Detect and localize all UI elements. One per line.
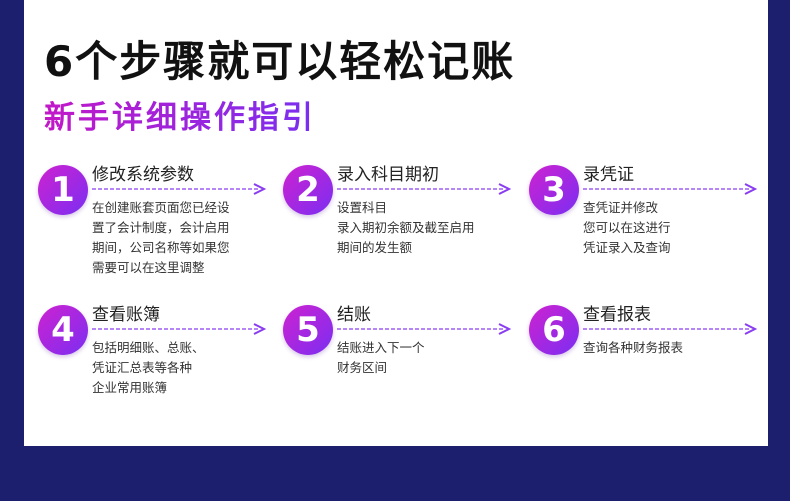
step-3: 3 录凭证 查凭证并修改 您可以在这进行 凭证录入及查询 bbox=[529, 165, 759, 285]
step-description: 查询各种财务报表 bbox=[583, 338, 753, 358]
step-title: 查看报表 bbox=[583, 305, 651, 325]
page-title: 6个步骤就可以轻松记账 bbox=[44, 37, 516, 86]
description-line: 查凭证并修改 bbox=[583, 200, 659, 215]
dashed-arrow-icon bbox=[583, 183, 758, 195]
description-line: 期间的发生额 bbox=[337, 240, 413, 255]
description-line: 需要可以在这里调整 bbox=[92, 260, 205, 275]
step-5: 5 结账 结账进入下一个 财务区间 bbox=[283, 305, 513, 425]
step-number-badge: 4 bbox=[38, 305, 88, 355]
description-line: 您可以在这进行 bbox=[583, 220, 671, 235]
description-line: 包括明细账、总账、 bbox=[92, 340, 205, 355]
step-description: 在创建账套页面您已经设 置了会计制度，会计启用 期间，公司名称等如果您 需要可以… bbox=[92, 198, 262, 278]
description-line: 置了会计制度，会计启用 bbox=[92, 220, 230, 235]
step-description: 结账进入下一个 财务区间 bbox=[337, 338, 507, 378]
step-title: 录入科目期初 bbox=[337, 165, 439, 185]
page-subtitle: 新手详细操作指引 bbox=[44, 92, 316, 137]
description-line: 企业常用账簿 bbox=[92, 380, 168, 395]
dashed-arrow-icon bbox=[92, 183, 267, 195]
content-card bbox=[24, 0, 768, 446]
step-6: 6 查看报表 查询各种财务报表 bbox=[529, 305, 759, 425]
step-description: 查凭证并修改 您可以在这进行 凭证录入及查询 bbox=[583, 198, 753, 258]
dashed-arrow-icon bbox=[337, 183, 512, 195]
description-line: 凭证汇总表等各种 bbox=[92, 360, 193, 375]
step-title: 录凭证 bbox=[583, 165, 634, 185]
step-1: 1 修改系统参数 在创建账套页面您已经设 置了会计制度，会计启用 期间，公司名称… bbox=[38, 165, 268, 285]
dashed-arrow-icon bbox=[583, 323, 758, 335]
step-number-badge: 2 bbox=[283, 165, 333, 215]
step-number-badge: 6 bbox=[529, 305, 579, 355]
description-line: 查询各种财务报表 bbox=[583, 340, 684, 355]
description-line: 录入期初余额及截至启用 bbox=[337, 220, 475, 235]
step-title: 查看账簿 bbox=[92, 305, 160, 325]
step-description: 设置科目 录入期初余额及截至启用 期间的发生额 bbox=[337, 198, 507, 258]
step-title: 修改系统参数 bbox=[92, 165, 194, 185]
step-title: 结账 bbox=[337, 305, 371, 325]
description-line: 凭证录入及查询 bbox=[583, 240, 671, 255]
dashed-arrow-icon bbox=[92, 323, 267, 335]
step-number-badge: 1 bbox=[38, 165, 88, 215]
step-number-badge: 3 bbox=[529, 165, 579, 215]
step-4: 4 查看账簿 包括明细账、总账、 凭证汇总表等各种 企业常用账簿 bbox=[38, 305, 268, 425]
step-2: 2 录入科目期初 设置科目 录入期初余额及截至启用 期间的发生额 bbox=[283, 165, 513, 285]
step-description: 包括明细账、总账、 凭证汇总表等各种 企业常用账簿 bbox=[92, 338, 262, 398]
step-number-badge: 5 bbox=[283, 305, 333, 355]
description-line: 在创建账套页面您已经设 bbox=[92, 200, 230, 215]
description-line: 期间，公司名称等如果您 bbox=[92, 240, 230, 255]
dashed-arrow-icon bbox=[337, 323, 512, 335]
description-line: 设置科目 bbox=[337, 200, 388, 215]
description-line: 财务区间 bbox=[337, 360, 388, 375]
description-line: 结账进入下一个 bbox=[337, 340, 425, 355]
